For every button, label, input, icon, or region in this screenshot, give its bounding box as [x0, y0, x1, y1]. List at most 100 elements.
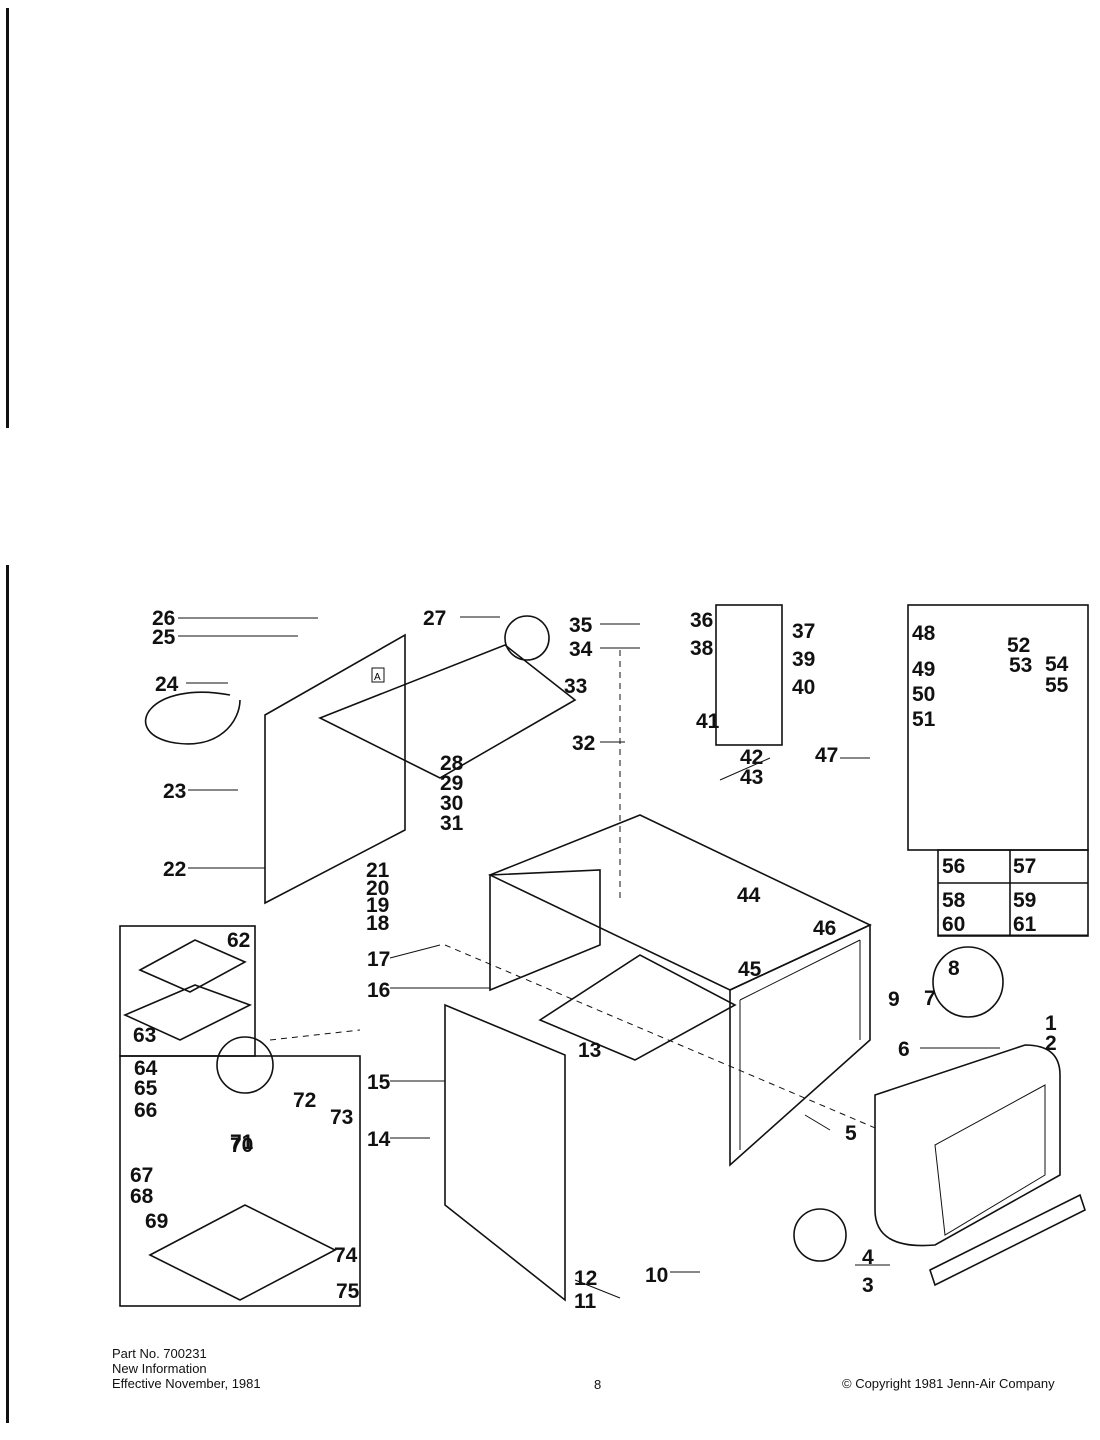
- callout-49: 49: [912, 658, 935, 681]
- callout-14: 14: [367, 1128, 391, 1151]
- callout-47: 47: [815, 744, 838, 767]
- callout-61: 61: [1013, 913, 1037, 936]
- callout-70: 70: [230, 1134, 253, 1157]
- callout-4: 4: [862, 1246, 874, 1269]
- footer-document-info: Part No. 700231 New Information Effectiv…: [112, 1346, 261, 1391]
- callout-59: 59: [1013, 889, 1036, 912]
- top-panel: [318, 644, 577, 779]
- callout-36: 36: [690, 609, 713, 632]
- callout-labels: 1 2 3 4 5 6 7 8 9 10 11 12 13 14 15 16 1…: [130, 607, 1069, 1313]
- callout-11: 11: [574, 1290, 597, 1313]
- callout-41: 41: [696, 710, 720, 733]
- callout-45: 45: [738, 958, 762, 981]
- callout-5: 5: [845, 1122, 857, 1145]
- callout-8: 8: [948, 957, 960, 980]
- callout-2: 2: [1045, 1032, 1057, 1055]
- callout-46: 46: [813, 917, 836, 940]
- info-note: New Information: [112, 1361, 207, 1376]
- callout-13: 13: [578, 1039, 601, 1062]
- callout-29: 29: [440, 772, 463, 795]
- callout-12: 12: [574, 1267, 597, 1290]
- callout-50: 50: [912, 683, 935, 706]
- callout-69: 69: [145, 1210, 168, 1233]
- callout-62: 62: [227, 929, 250, 952]
- inset-box-racks: [119, 1036, 361, 1307]
- callout-73: 73: [330, 1106, 353, 1129]
- callout-65: 65: [134, 1077, 158, 1100]
- callout-64: 64: [134, 1057, 158, 1080]
- callout-74: 74: [334, 1244, 358, 1267]
- callout-25: 25: [152, 626, 176, 649]
- callout-38: 38: [690, 637, 714, 660]
- callout-71: 71: [230, 1131, 254, 1154]
- callout-58: 58: [942, 889, 966, 912]
- callout-33: 33: [564, 675, 587, 698]
- cabinet-body: [488, 814, 872, 1167]
- callout-10: 10: [645, 1264, 668, 1287]
- oven-liner: [874, 1044, 1086, 1287]
- callout-51: 51: [912, 708, 936, 731]
- leader-lines: [178, 616, 1000, 1299]
- detail-circle-knob: [504, 615, 550, 661]
- callout-16: 16: [367, 979, 390, 1002]
- callout-21: 21: [366, 859, 390, 882]
- page-number: 8: [594, 1377, 602, 1392]
- callout-28: 28: [440, 752, 464, 775]
- callout-22: 22: [163, 858, 186, 881]
- oven-floor: [538, 954, 737, 1061]
- callout-7: 7: [924, 987, 936, 1010]
- front-panel: [444, 1003, 566, 1302]
- callout-40: 40: [792, 676, 815, 699]
- callout-19: 19: [366, 894, 389, 917]
- callout-56: 56: [942, 855, 965, 878]
- callout-55: 55: [1045, 674, 1069, 697]
- callout-24: 24: [155, 673, 179, 696]
- callout-75: 75: [336, 1280, 360, 1303]
- inset-box-valve: [715, 604, 783, 746]
- callout-60: 60: [942, 913, 965, 936]
- side-panel: A: [264, 633, 406, 905]
- detail-circle-hinge: [932, 946, 1004, 1018]
- callout-32: 32: [572, 732, 595, 755]
- gas-hose: [144, 691, 241, 745]
- part-number: Part No. 700231: [112, 1346, 207, 1361]
- callout-26: 26: [152, 607, 175, 630]
- callout-57: 57: [1013, 855, 1036, 878]
- callout-34: 34: [569, 638, 593, 661]
- callout-43: 43: [740, 766, 763, 789]
- callout-18: 18: [366, 912, 390, 935]
- callout-63: 63: [133, 1024, 156, 1047]
- callout-68: 68: [130, 1185, 154, 1208]
- callout-3: 3: [862, 1274, 874, 1297]
- detail-panels: [937, 849, 1089, 937]
- callout-48: 48: [912, 622, 936, 645]
- callout-37: 37: [792, 620, 815, 643]
- callout-44: 44: [737, 884, 761, 907]
- callout-17: 17: [367, 948, 390, 971]
- callout-31: 31: [440, 812, 464, 835]
- callout-15: 15: [367, 1071, 391, 1094]
- callout-9: 9: [888, 988, 900, 1011]
- callout-39: 39: [792, 648, 815, 671]
- callout-30: 30: [440, 792, 463, 815]
- scan-edge-bottom: [6, 565, 9, 1423]
- callout-52: 52: [1007, 634, 1030, 657]
- callout-67: 67: [130, 1164, 153, 1187]
- callout-20: 20: [366, 877, 389, 900]
- scan-edge-top: [6, 8, 9, 428]
- callout-23: 23: [163, 780, 186, 803]
- callout-66: 66: [134, 1099, 157, 1122]
- callout-42: 42: [740, 746, 763, 769]
- callout-35: 35: [569, 614, 593, 637]
- copyright-notice: © Copyright 1981 Jenn-Air Company: [842, 1376, 1055, 1391]
- callout-1: 1: [1045, 1012, 1057, 1035]
- effective-date: Effective November, 1981: [112, 1376, 261, 1391]
- callout-54: 54: [1045, 653, 1069, 676]
- callout-6: 6: [898, 1038, 910, 1061]
- callout-27: 27: [423, 607, 446, 630]
- inset-marker: A: [374, 672, 381, 683]
- callout-53: 53: [1009, 654, 1032, 677]
- callout-72: 72: [293, 1089, 316, 1112]
- detail-circle-clip: [793, 1208, 847, 1262]
